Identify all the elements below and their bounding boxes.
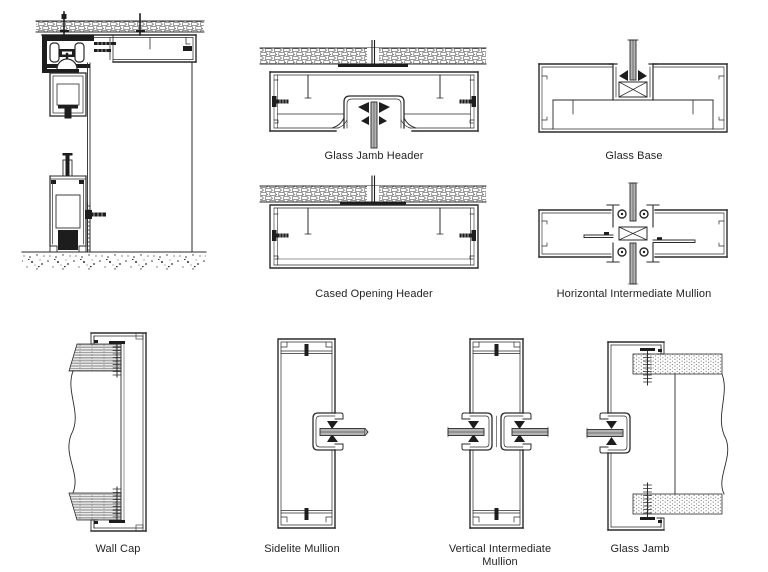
- horizontal-intermediate-mullion-drawing: [538, 182, 728, 285]
- wall-cap-label: Wall Cap: [95, 543, 141, 555]
- wall-cap-drawing: [68, 332, 147, 532]
- sliding-door-section-drawing: [21, 11, 207, 270]
- glass-base-drawing: [538, 39, 728, 133]
- sidelite-mullion-label: Sidelite Mullion: [264, 543, 340, 555]
- vertical-intermediate-mullion-drawing: [447, 338, 549, 529]
- glass-jamb-header-drawing: [259, 40, 487, 149]
- glass-jamb-drawing: [586, 341, 729, 531]
- vertical-intermediate-mullion-label: Vertical Intermediate Mullion: [448, 543, 552, 568]
- glass-jamb-label: Glass Jamb: [610, 543, 670, 555]
- horizontal-intermediate-mullion-label: Horizontal Intermediate Mullion: [556, 288, 712, 300]
- cased-opening-header-label: Cased Opening Header: [315, 288, 433, 300]
- cased-opening-header-drawing: [259, 175, 487, 269]
- glass-base-label: Glass Base: [605, 150, 663, 162]
- sidelite-mullion-drawing: [277, 338, 369, 529]
- glass-jamb-header-label: Glass Jamb Header: [324, 150, 424, 162]
